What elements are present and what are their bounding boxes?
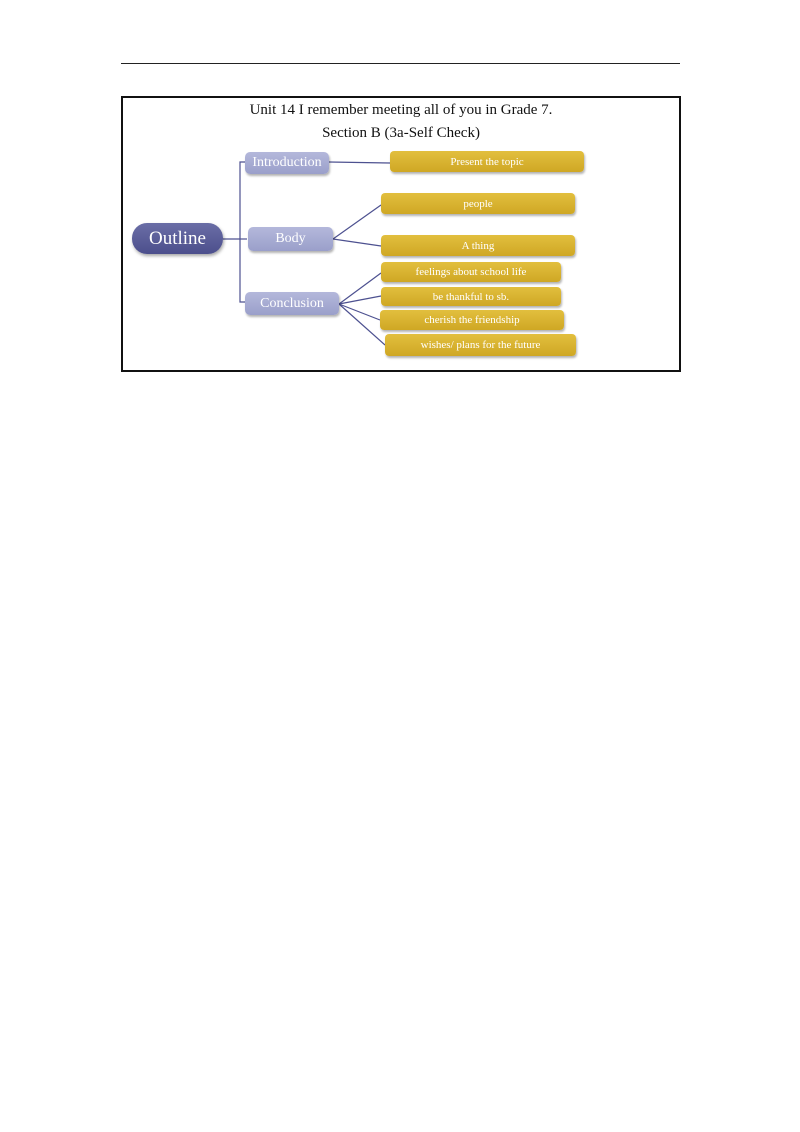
- connector-conc-3: [338, 303, 386, 346]
- connector-intro-0: [328, 161, 391, 164]
- leaf-a-thing: A thing: [381, 235, 575, 256]
- connector-body-1: [332, 238, 382, 247]
- outline-figure: Unit 14 I remember meeting all of you in…: [121, 96, 681, 372]
- connector-body-0: [332, 204, 382, 240]
- leaf-be-thankful: be thankful to sb.: [381, 287, 561, 306]
- node-introduction: Introduction: [245, 152, 329, 174]
- figure-subtitle: Section B (3a-Self Check): [322, 125, 480, 141]
- node-conclusion: Conclusion: [245, 292, 339, 315]
- connector-lines: [223, 161, 391, 346]
- connector-conc-2: [338, 303, 381, 321]
- connector-bracket: [239, 161, 246, 303]
- leaf-wishes-plans: wishes/ plans for the future: [385, 334, 576, 356]
- connector-conc-1: [338, 295, 382, 305]
- leaf-people: people: [381, 193, 575, 214]
- figure-title: Unit 14 I remember meeting all of you in…: [249, 102, 553, 118]
- node-root-outline: Outline: [132, 223, 223, 254]
- header-rule: [121, 63, 680, 64]
- leaf-feelings-school-life: feelings about school life: [381, 262, 561, 282]
- leaf-cherish-friendship: cherish the friendship: [380, 310, 564, 330]
- connector-conc-0: [338, 272, 382, 305]
- leaf-present-topic: Present the topic: [390, 151, 584, 172]
- node-body: Body: [248, 227, 333, 251]
